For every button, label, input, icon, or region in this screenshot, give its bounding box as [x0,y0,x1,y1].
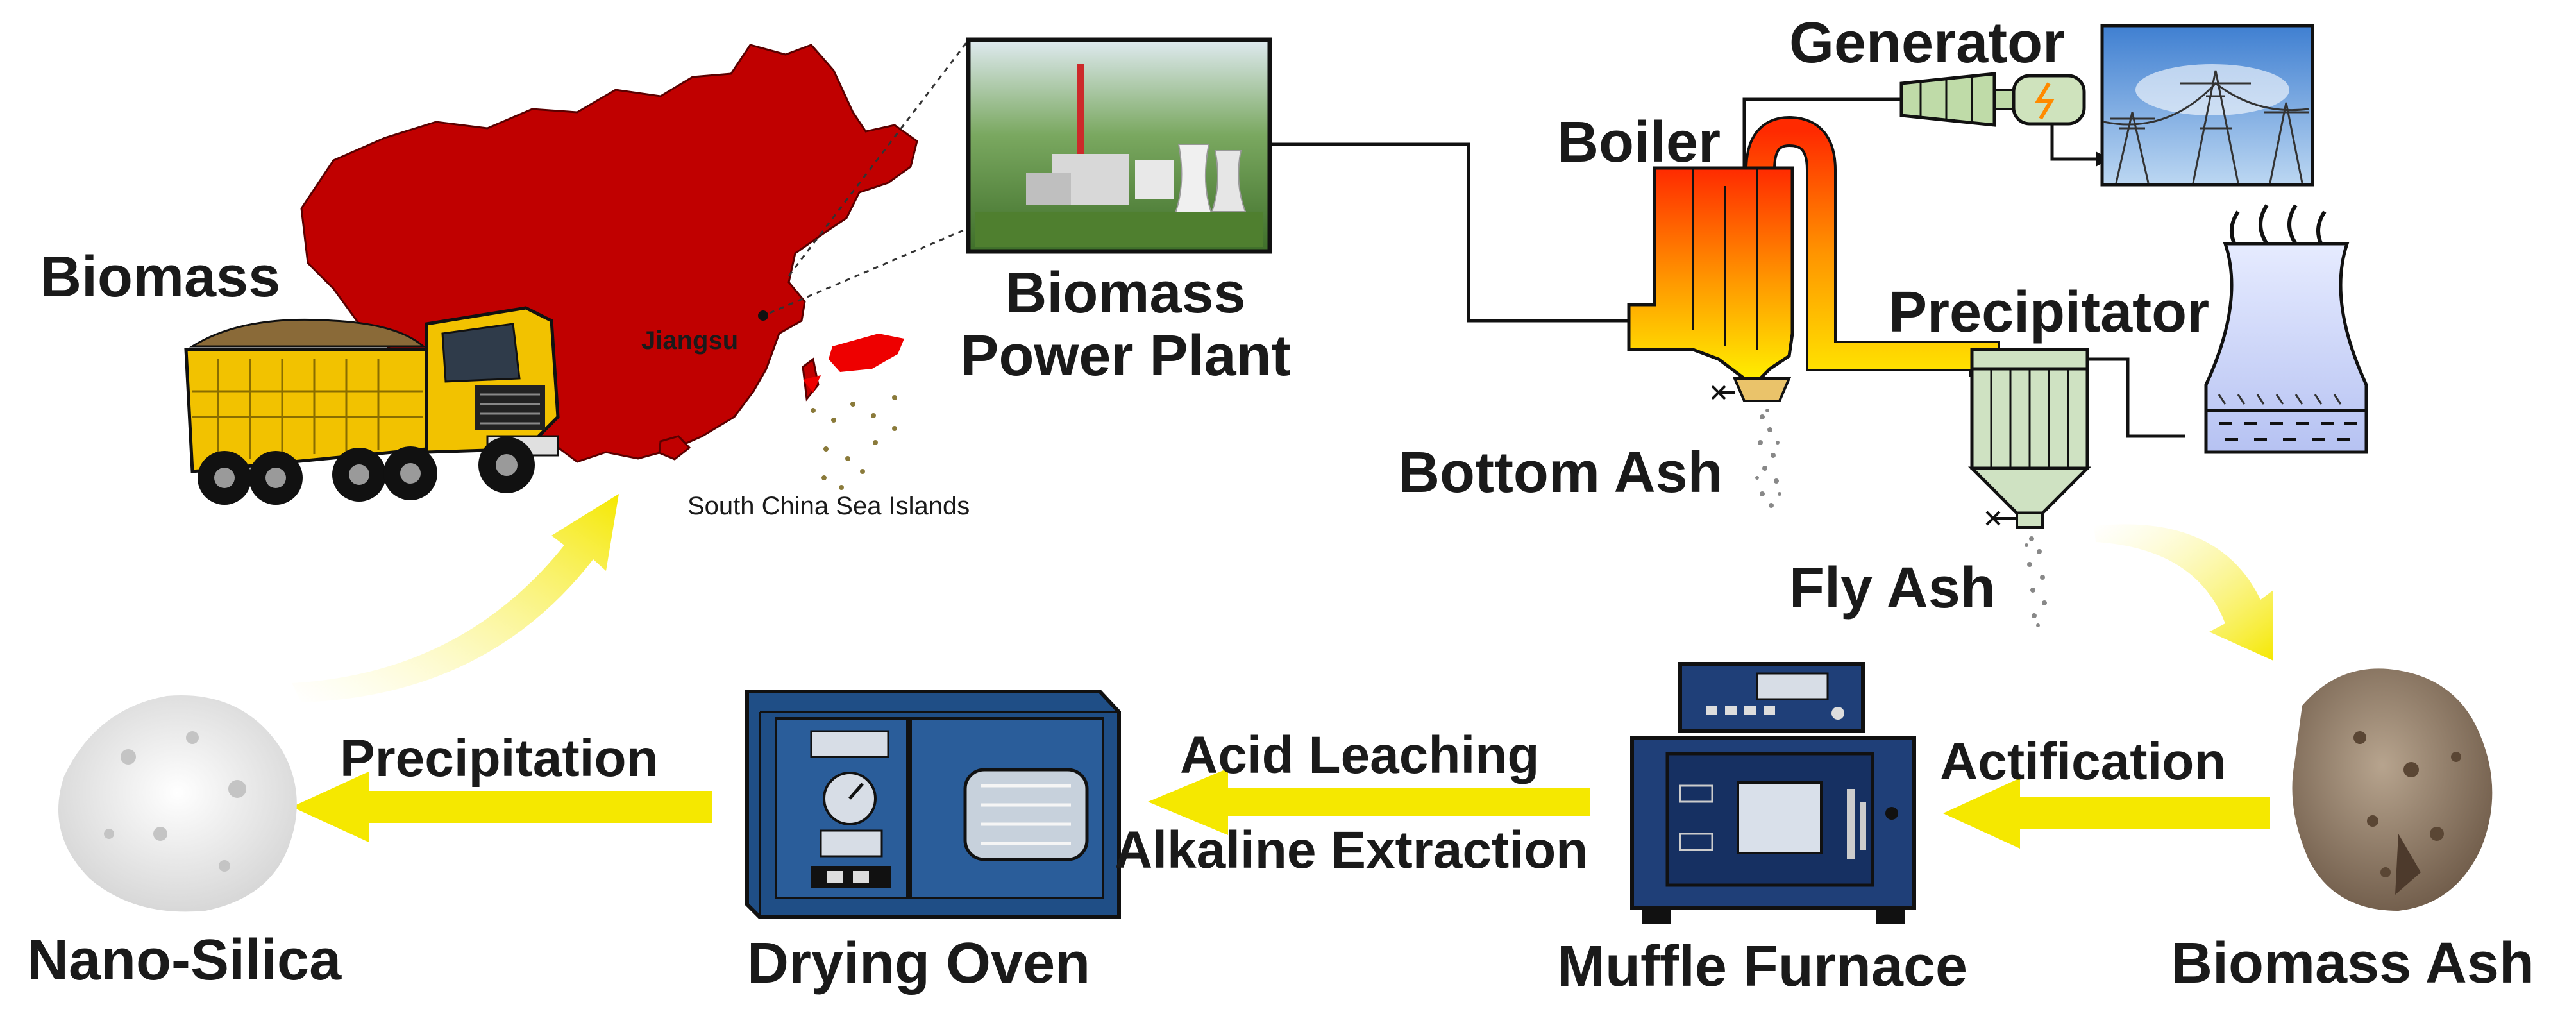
cooling-tower [2204,204,2368,454]
dump-truck [184,306,560,505]
actification-label: Actification [1940,732,2227,791]
biomass-ash-pile [2292,668,2493,911]
precipitator-label: Precipitator [1889,280,2210,344]
flow-arrows [292,768,2270,849]
alkaline-extraction-label: Alkaline Extraction [1115,821,1588,879]
biomass-ash-label: Biomass Ash [2171,931,2534,995]
acid-leaching-label: Acid Leaching [1180,726,1540,784]
jiangsu-label: Jiangsu [641,326,739,355]
bottom-ash-label: Bottom Ash [1398,441,1723,505]
boiler-unit [1627,97,2000,508]
plant-title-line1: Biomass [1005,261,1246,325]
generator-unit [1899,72,2110,167]
drying-oven [745,690,1121,919]
south-china-sea-label: South China Sea Islands [687,492,970,520]
ash-collection-arrow [2094,524,2273,661]
nano-silica-label: Nano-Silica [27,928,342,992]
muffle-furnace [1630,662,1916,924]
drying-oven-label: Drying Oven [747,931,1091,995]
plant-title-line2: Power Plant [960,324,1291,388]
precipitator-unit [1967,348,2185,627]
recycle-arrow [292,494,619,702]
muffle-furnace-label: Muffle Furnace [1557,935,1968,999]
precipitation-label: Precipitation [340,729,659,788]
power-plant-photo [966,37,1272,254]
fly-ash-label: Fly Ash [1789,556,1996,620]
boiler-label: Boiler [1557,110,1721,174]
power-lines-photo [2100,24,2314,187]
generator-label: Generator [1789,11,2066,75]
nano-silica-pile [58,695,297,912]
biomass-label: Biomass [40,245,281,309]
